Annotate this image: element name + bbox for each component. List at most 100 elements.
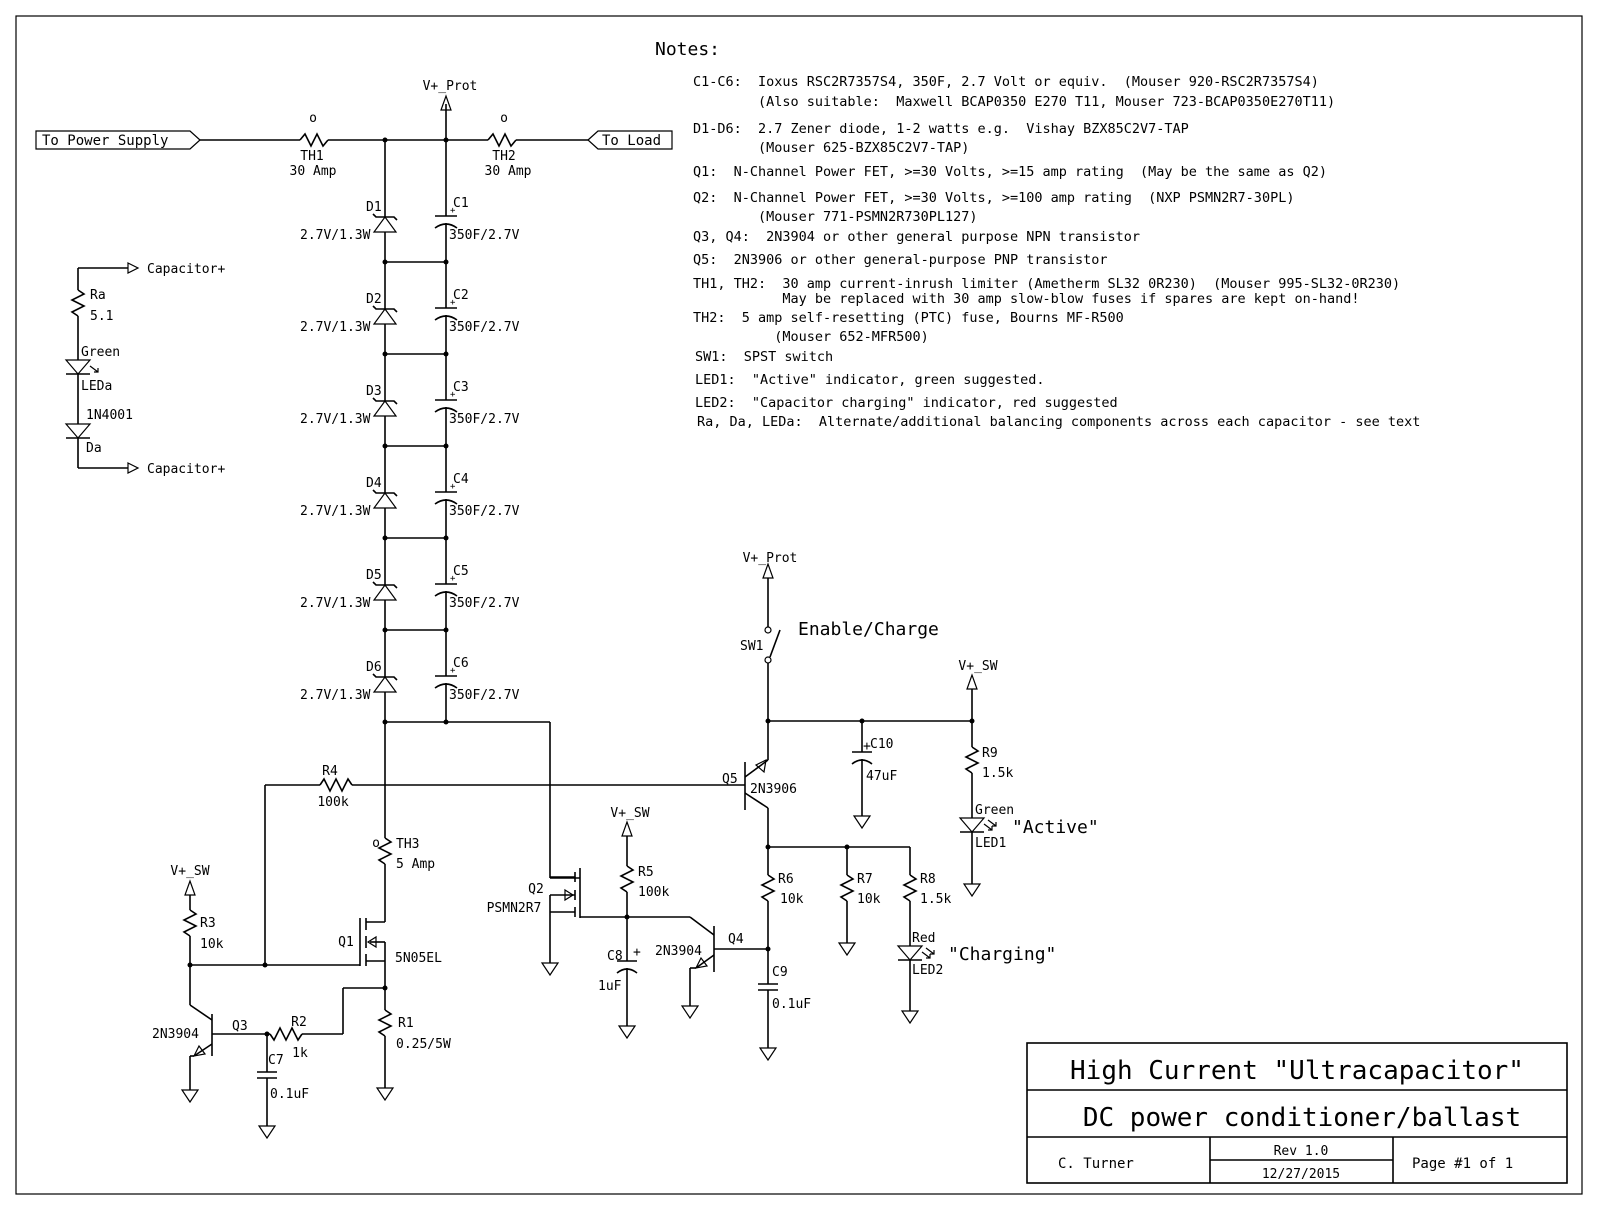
note-line: Q2: N-Channel Power FET, >=30 Volts, >=1… [693,190,1294,206]
svg-text:C9: C9 [772,965,788,980]
svg-text:5N05EL: 5N05EL [395,951,442,966]
note-line: TH1, TH2: 30 amp current-inrush limiter … [693,276,1400,292]
svg-text:LED2: LED2 [912,963,943,978]
rail-vprot-label-sw: V+_Prot [743,551,798,566]
svg-text:+: + [633,945,641,960]
capacitor-c1: +C1 350F/2.7V [434,140,520,262]
port-power-supply: To Power Supply [35,130,201,150]
svg-text:Q2: Q2 [528,882,544,897]
svg-text:o: o [372,836,380,851]
capacitor-ref: C2 [453,288,469,303]
svg-text:R2: R2 [291,1015,307,1030]
notes: Notes: C1-C6: Ioxus RSC2R7357S4, 350F, 2… [655,39,1420,430]
note-line: (Mouser 625-BZX85C2V7-TAP) [693,140,969,156]
svg-text:R3: R3 [200,916,216,931]
capacitor-ref: C4 [453,472,469,487]
note-line: Q3, Q4: 2N3904 or other general purpose … [693,229,1140,245]
note-line: C1-C6: Ioxus RSC2R7357S4, 350F, 2.7 Volt… [693,74,1319,90]
svg-text:+: + [450,482,456,492]
capacitor-ref: C6 [453,656,469,671]
thermistor-th2: o TH2 30 Amp [485,111,532,179]
transistor-q5: Q5 2N3906 [722,758,797,810]
svg-text:Q5: Q5 [722,772,738,787]
note-line: Ra, Da, LEDa: Alternate/additional balan… [697,414,1420,430]
capacitor-ref: C3 [453,380,469,395]
svg-text:1N4001: 1N4001 [86,408,133,423]
zener-d3: D32.7V/1.3W [300,354,398,446]
svg-text:R8: R8 [920,872,936,887]
svg-text:TH2: TH2 [492,149,515,164]
rail-vsw-label-right: V+_SW [958,659,997,674]
resistor-r6: R6 10k [760,872,804,907]
zener-ref: D6 [366,660,382,675]
thermistor-th1: o TH1 30 Amp [290,111,337,179]
svg-text:Q1: Q1 [338,935,354,950]
capacitor-c10: C10 + 47uF [851,737,897,784]
fuse-th3: o TH3 5 Amp [372,836,435,872]
capacitor-value: 350F/2.7V [449,320,520,335]
balancing-stack: D12.7V/1.3W+C1350F/2.7VD22.7V/1.3W+C2350… [300,140,520,722]
resistor-r4: R4 100k [317,764,353,810]
svg-text:47uF: 47uF [866,769,897,784]
zener-ref: D5 [366,568,382,583]
capacitor-value: 350F/2.7V [449,412,520,427]
svg-text:o: o [309,111,317,126]
zener-d5: D5 2.7V/1.3W [300,538,398,630]
svg-text:Green: Green [975,803,1014,818]
svg-text:+: + [450,206,456,216]
mosfet-q2: Q2 PSMN2R7 [487,868,581,918]
note-line: May be replaced with 30 amp slow-blow fu… [693,291,1359,307]
zener-value: 2.7V/1.3W [300,320,371,335]
rail-vsw-label-left: V+_SW [170,864,209,879]
zener-d1: D12.7V/1.3W [300,140,398,262]
zener-value: 2.7V/1.3W [300,504,371,519]
capacitor-c2: +C2 350F/2.7V [434,262,520,354]
transistor-q4: Q4 2N3904 [655,916,744,972]
svg-text:Ra: Ra [90,288,106,303]
capacitor-value: 350F/2.7V [449,504,520,519]
zener-d6: D6 2.7V/1.3W [300,630,398,722]
title-line-2: DC power conditioner/ballast [1083,1103,1521,1133]
led1: Green LED1 "Active" [958,803,1099,851]
svg-text:LED1: LED1 [975,836,1006,851]
svg-text:Q3: Q3 [232,1019,248,1034]
capacitor-value: 350F/2.7V [449,228,520,243]
svg-text:+: + [450,390,456,400]
zener-value: 2.7V/1.3W [300,688,371,703]
capacitor-c4: +C4 350F/2.7V [434,446,520,538]
svg-text:LEDa: LEDa [81,379,112,394]
svg-text:Green: Green [81,345,120,360]
note-line: Q1: N-Channel Power FET, >=30 Volts, >=1… [693,164,1327,180]
zener-value: 2.7V/1.3W [300,228,371,243]
title-block: High Current "Ultracapacitor" DC power c… [1026,1042,1568,1184]
resistor-r3: R3 10k [182,909,224,952]
svg-text:+: + [450,574,456,584]
mosfet-q1: Q1 5N05EL [338,918,442,966]
capacitor-c9: C9 0.1uF [758,965,811,1012]
svg-text:R7: R7 [857,872,873,887]
svg-text:Capacitor+: Capacitor+ [147,462,225,477]
zener-ref: D2 [366,292,382,307]
svg-text:C10: C10 [870,737,893,752]
svg-text:o: o [500,111,508,126]
svg-text:Red: Red [912,931,935,946]
port-load: To Load [587,130,673,150]
note-line: Q5: 2N3906 or other general-purpose PNP … [693,252,1108,268]
svg-text:0.25/5W: 0.25/5W [396,1037,451,1052]
note-line: LED2: "Capacitor charging" indicator, re… [695,395,1118,411]
svg-text:+: + [450,298,456,308]
note-line: (Mouser 771-PSMN2R730PL127) [693,209,977,225]
svg-text:1.5k: 1.5k [982,766,1013,781]
svg-text:100k: 100k [317,795,348,810]
resistor-r7: R7 10k [839,872,881,907]
svg-text:R1: R1 [398,1016,414,1031]
svg-text:Enable/Charge: Enable/Charge [798,619,939,640]
svg-text:30 Amp: 30 Amp [485,164,532,179]
resistor-r9: R9 1.5k [964,746,1013,781]
svg-text:C7: C7 [268,1053,284,1068]
zener-value: 2.7V/1.3W [300,596,371,611]
capacitor-ref: C1 [453,196,469,211]
svg-text:2N3904: 2N3904 [655,944,702,959]
svg-text:1k: 1k [292,1046,308,1061]
